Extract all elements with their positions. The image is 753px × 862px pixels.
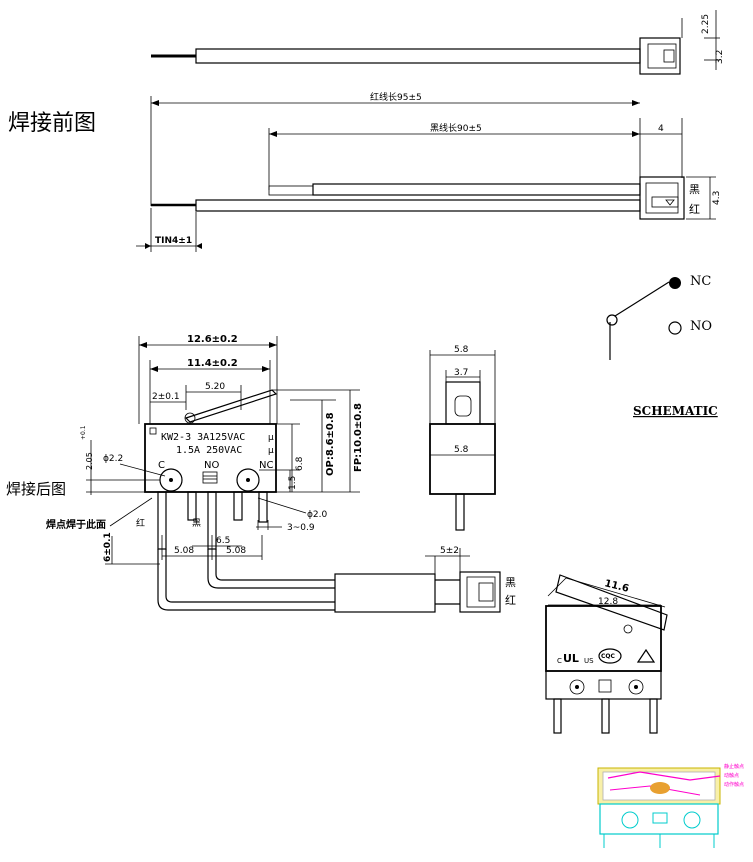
dim-309: 3~0.9: [287, 523, 315, 533]
red-wire-length: 红线长95±5: [370, 91, 422, 103]
iso-dim-128: 12.8: [598, 597, 618, 607]
label-red-front: 红: [136, 517, 145, 529]
dim-5: 5±2: [440, 546, 459, 556]
marking-line1: KW2-3 3A125VAC: [161, 432, 245, 443]
conn-black: 黑: [505, 576, 516, 589]
tin-length: TIN4±1: [155, 236, 192, 246]
detail-note-1: 静止触点: [724, 763, 744, 770]
side-view: 5.8 3.7 5.8: [429, 345, 496, 531]
dim-65: 6.5: [216, 536, 230, 546]
side-actuator-width: 3.7: [454, 368, 468, 378]
dim-width-inner: 11.4±0.2: [187, 358, 238, 369]
cert-cqc: CQC: [601, 653, 616, 660]
dim-15: 1.5: [288, 476, 298, 490]
nc-label: NC: [690, 274, 711, 289]
detail-note-2: 动触点: [724, 772, 739, 779]
dim-520: 5.20: [205, 382, 225, 392]
svg-text:µ: µ: [268, 446, 274, 456]
black-wire-length: 黑线长90±5: [430, 122, 482, 134]
side-width-top: 5.8: [454, 345, 469, 355]
dim-pitch-top: 2.25: [701, 14, 711, 34]
dim-housing-depth: 4: [658, 124, 664, 134]
solder-note: 焊点焊于此面: [46, 518, 106, 531]
dim-6: 6±0.1: [103, 532, 113, 562]
dim-phi2: ϕ2.0: [307, 510, 328, 520]
cert-c: C: [557, 657, 562, 665]
dim-pitch-side: 3.2: [715, 50, 725, 64]
dim-68: 6.8: [295, 456, 305, 471]
dim-width-outer: 12.6±0.2: [187, 334, 238, 345]
terminal-no: NO: [204, 460, 219, 471]
svg-text:µ: µ: [268, 433, 274, 443]
schematic: NC NO SCHEMATIC: [606, 274, 718, 418]
dim-508b: 5.08: [226, 546, 246, 556]
label-red-top: 红: [689, 203, 700, 216]
after-solder-title: 焊接后图: [6, 480, 66, 498]
detail-note-3: 动作触点: [724, 781, 744, 788]
dim-508a: 5.08: [174, 546, 194, 556]
iso-view: 11.6 12.8 C UL US CQC: [545, 574, 668, 734]
dim-housing-height: 4.3: [712, 191, 722, 205]
terminal-c: C: [158, 460, 165, 471]
conn-red: 红: [505, 594, 516, 607]
top-wire-view: 2.25 3.2 红线长95±5 黑线长90±5 4 黑 红: [8, 10, 725, 252]
cert-ul: UL: [563, 652, 579, 665]
front-view: 12.6±0.2 11.4±0.2 5.20 2±0.1 KW2-3 3A125…: [6, 334, 516, 613]
cert-us: US: [584, 657, 594, 665]
dim-205: 2.05: [85, 452, 94, 470]
marking-line2: 1.5A 250VAC: [176, 445, 242, 456]
terminal-nc: NC: [259, 460, 273, 471]
detail-view: 静止触点 动触点 动作触点: [597, 763, 744, 848]
schematic-title: SCHEMATIC: [633, 404, 718, 418]
label-black-top: 黑: [689, 183, 700, 196]
svg-text:+0.1: +0.1: [80, 425, 87, 440]
dim-2: 2±0.1: [152, 392, 180, 402]
side-width-body: 5.8: [454, 445, 469, 455]
label-black-front: 黑: [192, 518, 201, 529]
no-label: NO: [690, 319, 712, 334]
dim-fp: FP:10.0±0.8: [353, 403, 364, 472]
dim-op: OP:8.6±0.8: [325, 412, 336, 476]
dim-22: ϕ2.2: [103, 454, 123, 464]
before-solder-title: 焊接前图: [8, 111, 96, 136]
